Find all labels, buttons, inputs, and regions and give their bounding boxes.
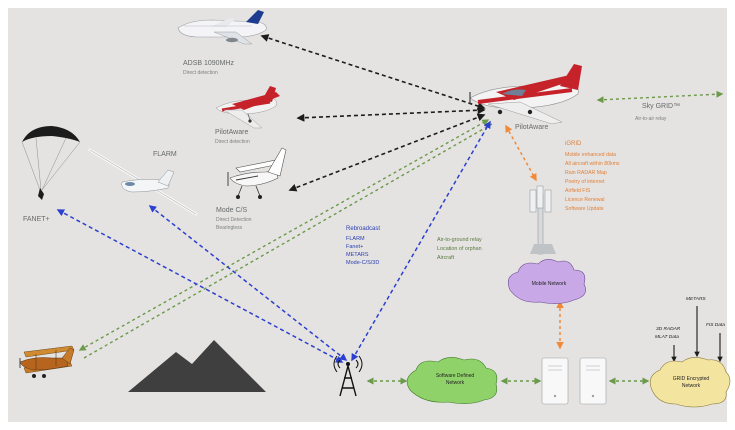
pilotaware-main-aircraft-icon [469, 64, 582, 125]
sdn-cloud [406, 357, 498, 404]
glider-icon [88, 148, 198, 216]
igrid-item: Poetry of internet [565, 179, 605, 185]
fanet-label: FANET+ [23, 216, 50, 223]
igrid-item: Software Update [565, 206, 604, 212]
igrid-item: Mobile enhanced data [565, 152, 617, 158]
grid-label-line1: GRID Encrypted [672, 376, 710, 382]
mode-cs-aircraft-icon [227, 147, 287, 199]
grid-encrypted-cloud [649, 357, 731, 408]
grid-input-fis: FIS Data [706, 323, 725, 328]
pilotaware-left-sub-label: Direct detection [215, 139, 250, 145]
mobile-network-cloud [507, 259, 586, 304]
grid-input-rain-radar: 3D RADAR [656, 327, 681, 332]
pilotaware-left-label: PilotAware [215, 129, 249, 136]
grid-input-mlat: MLAT Data [655, 335, 679, 340]
mobile-tower-icon [529, 185, 556, 255]
mobile-network-label: Mobile Network [531, 281, 567, 287]
paraglider-icon [21, 126, 81, 200]
link-adsb-to-pilotaware [260, 34, 486, 110]
adsb-sub-label: Direct detection [183, 70, 218, 76]
rebroadcast-item: FLARM [346, 236, 365, 242]
rebroadcast-item: Fanet+ [346, 244, 364, 250]
pilotaware-small-aircraft-icon [215, 86, 280, 129]
sky-grid-sub-label: Air-to-air relay [635, 116, 667, 122]
sky-grid-label: Sky GRID™ [642, 103, 681, 110]
airliner-icon [177, 10, 267, 45]
mountain-range [128, 340, 266, 392]
mode-cs-sub-label-1: Direct Detection [216, 217, 252, 223]
radio-mast-icon [333, 355, 363, 397]
sdn-label-line2: Network [445, 380, 465, 386]
flarm-label: FLARM [153, 151, 177, 158]
link-sky-grid [596, 90, 724, 104]
link-pilotaware-to-mobile-tower [505, 124, 537, 182]
igrid-item: Rain RADAR Map [565, 170, 607, 176]
igrid-item: Airfield FIS [565, 188, 591, 194]
rebroadcast-item: METARS [346, 252, 369, 258]
grid-label-line2: Network [681, 383, 701, 389]
igrid-item: All aircraft within 80kms [565, 161, 620, 167]
air-ground-line: Location of orphan [437, 246, 482, 252]
air-ground-line: Air-to-ground relay [437, 237, 482, 243]
background-panel [8, 8, 727, 422]
link-mast-to-pilotaware [351, 120, 491, 362]
rebroadcast-item: Mode-C/S/3D [346, 260, 380, 266]
pilotaware-main-label: PilotAware [515, 124, 549, 131]
mode-cs-label: Mode C/S [216, 207, 248, 214]
biplane-icon [19, 345, 75, 378]
air-ground-line: Aircraft [437, 255, 455, 261]
igrid-item: Licence Renewal [565, 197, 605, 203]
adsb-label: ADSB 1090MHz [183, 60, 234, 67]
sdn-label-line1: Software Defined [435, 373, 475, 379]
grid-input-metars: METARS [686, 297, 706, 302]
rebroadcast-title: Rebroadcast [346, 226, 381, 232]
mode-cs-sub-label-2: Bearingless [216, 225, 243, 231]
server-icon [541, 357, 607, 405]
igrid-title: iGRID [565, 141, 582, 147]
